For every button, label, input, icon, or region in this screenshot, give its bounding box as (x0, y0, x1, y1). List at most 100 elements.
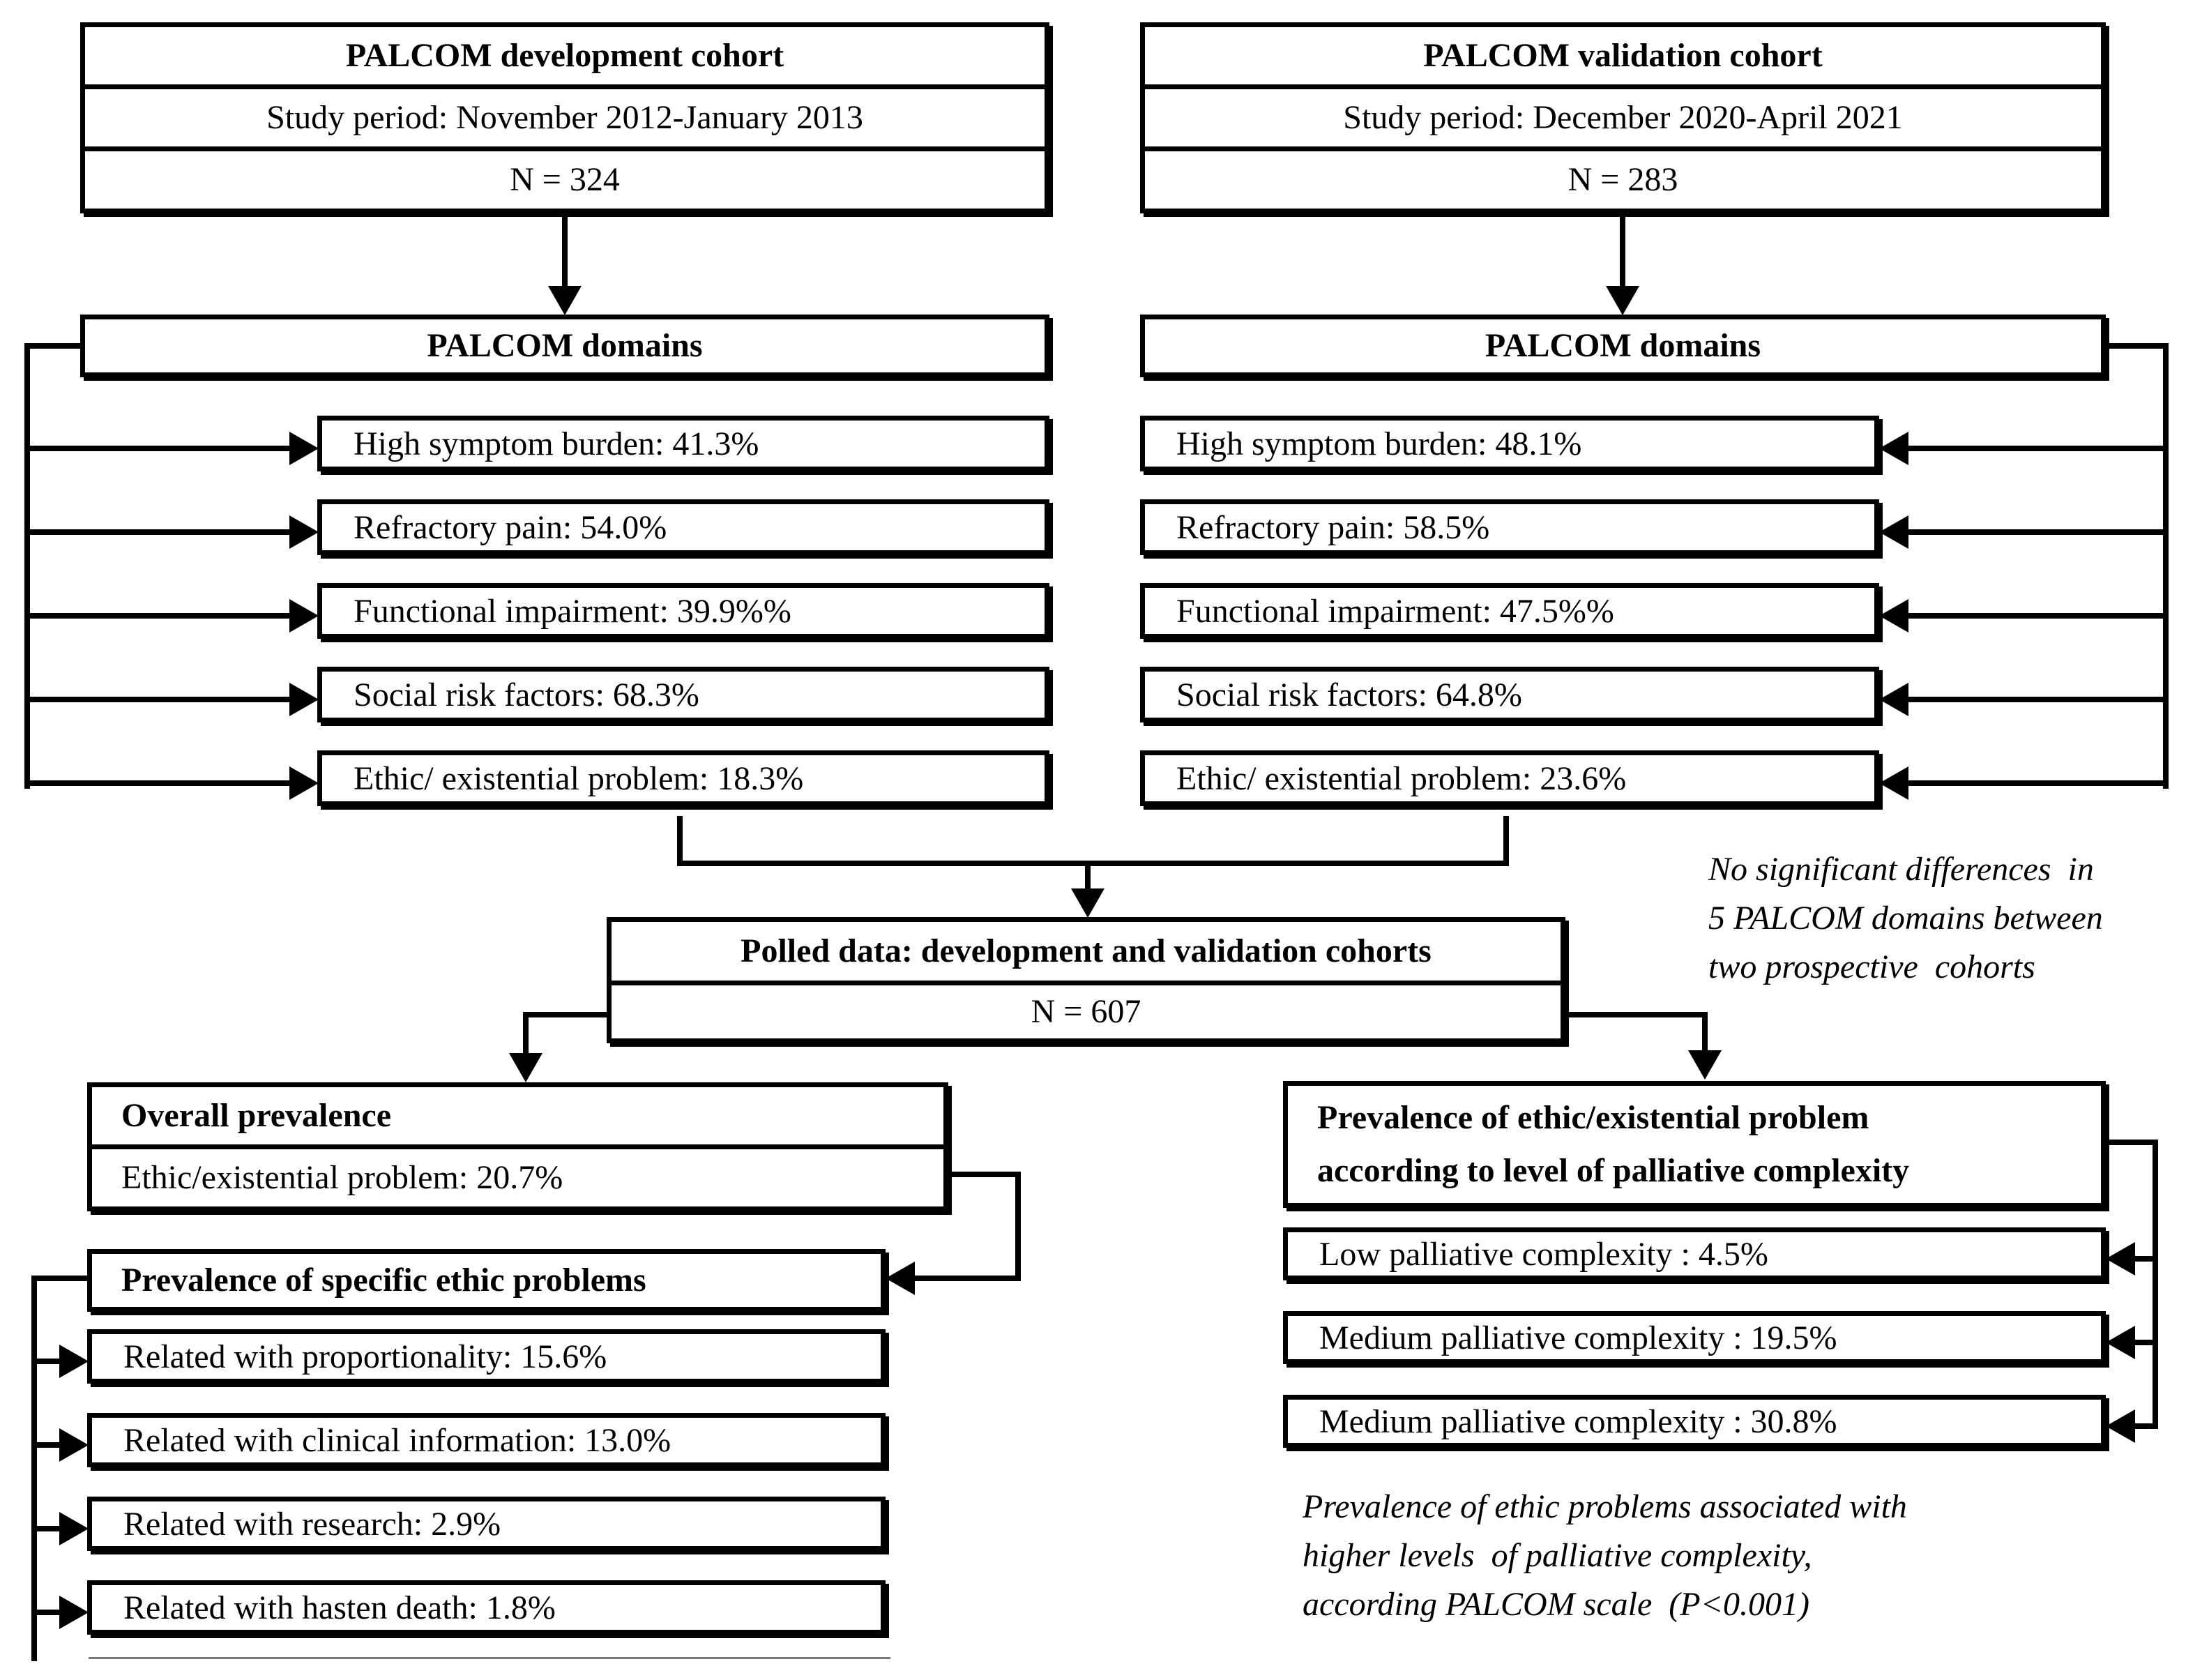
bracket-complexity-vertical (2153, 1140, 2158, 1429)
branch-right-horizontal (1565, 1012, 1708, 1017)
partial-box-top-line (89, 1657, 890, 1659)
arrowhead-dev-item-2-icon (289, 515, 319, 549)
validation-cohort-title: PALCOM validation cohort (1423, 37, 1823, 74)
validation-cohort-n: N = 283 (1145, 146, 2101, 209)
bracket-specific-branch-3 (31, 1526, 61, 1531)
arrowhead-val-item-2-icon (1879, 515, 1908, 549)
dev-domain-item-2: Refractory pain: 54.0% (317, 499, 1049, 555)
arrowhead-specific-item-3-icon (59, 1512, 89, 1545)
specific-item-1: Related with proportionality: 15.6% (87, 1329, 886, 1384)
validation-cohort-study-period: Study period: December 2020-April 2021 (1145, 84, 2101, 146)
arrowhead-specific-item-1-icon (59, 1345, 89, 1378)
bracket-dev-vertical (24, 343, 30, 789)
development-cohort-study-period: Study period: November 2012-January 2013 (85, 84, 1045, 146)
validation-cohort-box: PALCOM validation cohort Study period: D… (1140, 22, 2106, 213)
specific-item-4: Related with hasten death: 1.8% (87, 1580, 886, 1635)
development-domains-title: PALCOM domains (427, 327, 703, 364)
bracket-specific-vertical (31, 1276, 37, 1661)
dev-domain-item-5: Ethic/ existential problem: 18.3% (317, 750, 1049, 806)
complexity-title-line-2: according to level of palliative complex… (1317, 1152, 1910, 1189)
branch-right-vertical (1702, 1012, 1708, 1053)
connector-overall-down (1015, 1172, 1021, 1281)
note-complexity-association: Prevalence of ethic problems associated … (1303, 1483, 2202, 1629)
complexity-item-1: Low palliative complexity : 4.5% (1283, 1227, 2106, 1280)
validation-domains-title: PALCOM domains (1485, 327, 1761, 364)
arrowhead-val-item-5-icon (1879, 766, 1908, 800)
specific-problems-title: Prevalence of specific ethic problems (121, 1262, 646, 1299)
arrowhead-specific-icon (886, 1262, 915, 1295)
pooled-data-title: Polled data: development and validation … (741, 932, 1432, 969)
pooled-data-n: N = 607 (612, 981, 1561, 1038)
note-domains-line-1: No significant differences in (1708, 851, 2094, 888)
overall-prevalence-title: Overall prevalence (121, 1097, 391, 1134)
bracket-complexity-branch-3 (2132, 1423, 2158, 1429)
bracket-complexity-branch-2 (2132, 1340, 2158, 1345)
arrowhead-specific-item-4-icon (59, 1596, 89, 1629)
note-domains-comparison: No significant differences in 5 PALCOM d… (1708, 845, 2206, 992)
complexity-title-line-1: Prevalence of ethic/existential problem (1317, 1099, 1869, 1136)
complexity-prevalence-box: Prevalence of ethic/existential problem … (1283, 1081, 2106, 1208)
bracket-dev-branch-3 (24, 613, 291, 619)
arrowhead-val-domains-icon (1606, 286, 1639, 315)
bracket-dev-branch-2 (24, 529, 291, 535)
overall-prevalence-box: Overall prevalence Ethic/existential pro… (87, 1082, 948, 1211)
merge-left-drop (677, 816, 683, 866)
arrowhead-complexity-item-1-icon (2106, 1242, 2135, 1276)
bracket-specific-stub (31, 1276, 87, 1281)
merge-right-drop (1503, 816, 1509, 866)
connector-specific-in (912, 1276, 1021, 1281)
development-cohort-title: PALCOM development cohort (345, 37, 784, 74)
bracket-complexity-stub (2106, 1140, 2158, 1145)
bracket-specific-branch-2 (31, 1442, 61, 1448)
connector-dev-cohort-to-domains (562, 212, 568, 289)
arrowhead-dev-item-4-icon (289, 683, 319, 716)
note-complexity-line-2: higher levels of palliative complexity, (1303, 1537, 1812, 1574)
val-domain-item-3: Functional impairment: 47.5%% (1140, 583, 1879, 639)
val-domain-item-1: High symptom burden: 48.1% (1140, 416, 1879, 471)
arrowhead-val-item-4-icon (1879, 683, 1908, 716)
specific-item-2: Related with clinical information: 13.0% (87, 1413, 886, 1467)
complexity-item-3: Medium palliative complexity : 30.8% (1283, 1395, 2106, 1448)
branch-left-horizontal (523, 1012, 607, 1017)
bracket-val-branch-3 (1908, 613, 2169, 619)
bracket-val-branch-4 (1908, 697, 2169, 702)
arrowhead-complexity-item-2-icon (2106, 1326, 2135, 1359)
connector-overall-out (948, 1172, 1021, 1177)
connector-val-cohort-to-domains (1620, 212, 1625, 289)
pooled-data-box: Polled data: development and validation … (607, 917, 1565, 1043)
arrowhead-dev-domains-icon (548, 286, 582, 315)
arrowhead-dev-item-3-icon (289, 599, 319, 633)
arrowhead-dev-item-5-icon (289, 766, 319, 800)
arrowhead-dev-item-1-icon (289, 432, 319, 465)
note-domains-line-3: two prospective cohorts (1708, 948, 2035, 985)
bracket-val-vertical (2163, 343, 2169, 789)
bracket-val-stub (2106, 343, 2169, 349)
note-complexity-line-1: Prevalence of ethic problems associated … (1303, 1488, 1907, 1525)
arrowhead-overall-icon (509, 1053, 542, 1082)
bracket-val-branch-1 (1908, 446, 2169, 451)
bracket-dev-branch-4 (24, 697, 291, 702)
bracket-complexity-branch-1 (2132, 1256, 2158, 1262)
arrowhead-complexity-icon (1688, 1050, 1722, 1080)
complexity-item-2: Medium palliative complexity : 19.5% (1283, 1311, 2106, 1364)
arrowhead-complexity-item-3-icon (2106, 1409, 2135, 1443)
merge-horizontal (677, 861, 1509, 866)
note-domains-line-2: 5 PALCOM domains between (1708, 900, 2103, 937)
development-cohort-n: N = 324 (85, 146, 1045, 209)
arrowhead-pooled-icon (1071, 888, 1104, 918)
note-complexity-line-3: according PALCOM scale (P<0.001) (1303, 1586, 1809, 1623)
val-domain-item-4: Social risk factors: 64.8% (1140, 667, 1879, 722)
specific-problems-box: Prevalence of specific ethic problems (87, 1249, 886, 1312)
bracket-val-branch-5 (1908, 780, 2169, 786)
validation-domains-box: PALCOM domains (1140, 315, 2106, 377)
bracket-dev-branch-5 (24, 780, 291, 786)
arrowhead-specific-item-2-icon (59, 1428, 89, 1462)
bracket-dev-branch-1 (24, 446, 291, 451)
val-domain-item-2: Refractory pain: 58.5% (1140, 499, 1879, 555)
bracket-val-branch-2 (1908, 529, 2169, 535)
arrowhead-val-item-3-icon (1879, 599, 1908, 633)
development-cohort-box: PALCOM development cohort Study period: … (80, 22, 1049, 213)
bracket-dev-stub (24, 343, 80, 349)
overall-prevalence-value: Ethic/existential problem: 20.7% (92, 1144, 943, 1206)
